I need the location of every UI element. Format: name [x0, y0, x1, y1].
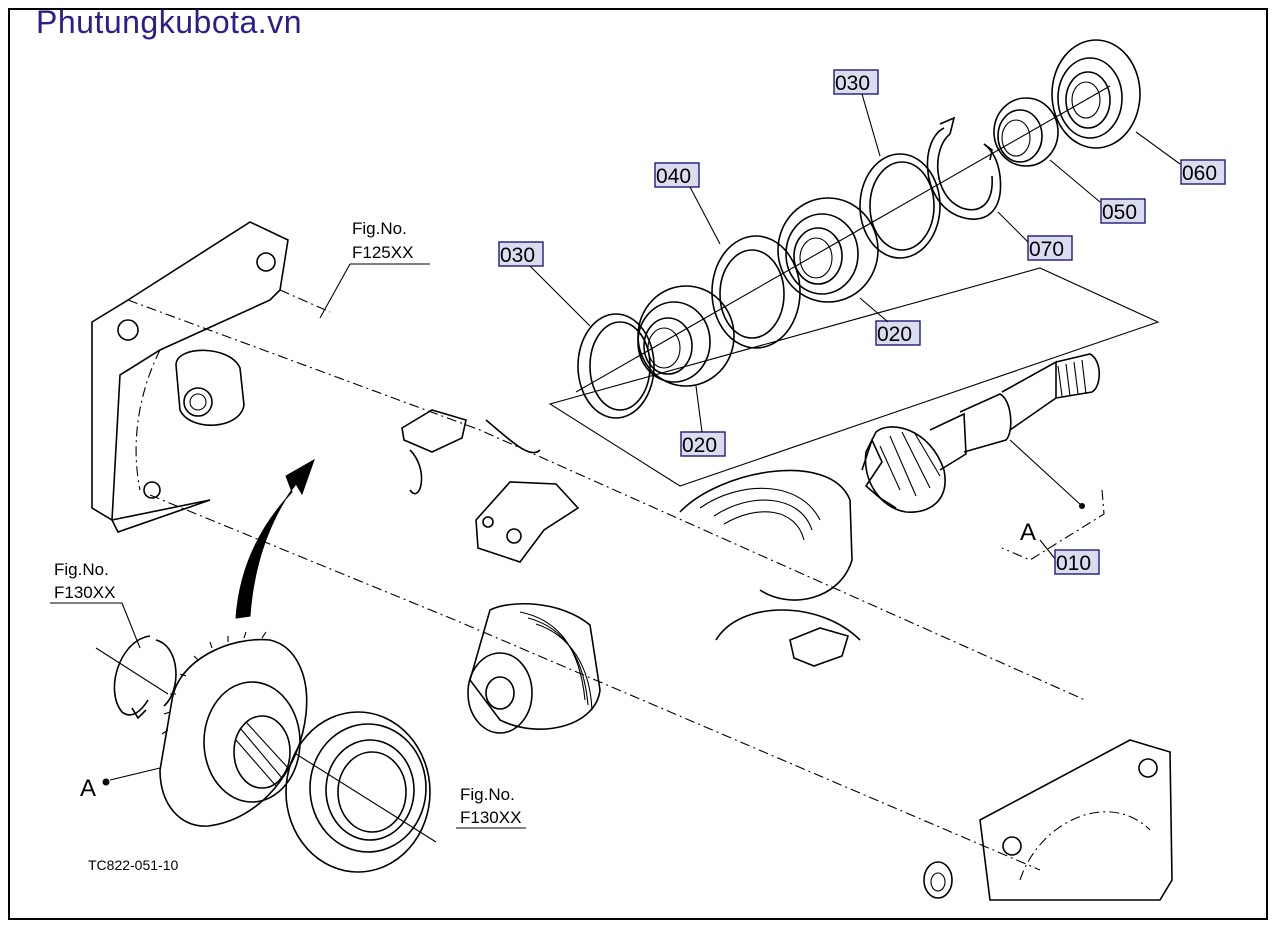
svg-text:Fig.No.: Fig.No. — [54, 560, 109, 579]
svg-text:060: 060 — [1182, 162, 1217, 185]
fig-ref-left: Fig.No. F130XX — [50, 560, 141, 649]
svg-text:F130XX: F130XX — [54, 583, 115, 602]
part-label-010[interactable]: 010 — [1054, 549, 1100, 575]
svg-text:Fig.No.: Fig.No. — [352, 219, 407, 238]
reference-mark-a-left: A — [80, 775, 96, 802]
reference-mark-a-right: A — [1020, 519, 1036, 546]
part-label-030-left[interactable]: 030 — [498, 241, 591, 327]
svg-text:F130XX: F130XX — [460, 808, 521, 827]
site-title: Phutungkubota.vn — [36, 4, 302, 40]
svg-text:030: 030 — [500, 244, 535, 267]
part-label-020-left[interactable]: 020 — [680, 385, 726, 457]
part-label-020-right[interactable]: 020 — [859, 297, 921, 346]
svg-text:F125XX: F125XX — [352, 243, 413, 262]
svg-text:020: 020 — [877, 323, 912, 346]
ring-gear-group — [95, 631, 437, 873]
svg-text:010: 010 — [1056, 552, 1091, 575]
svg-text:040: 040 — [656, 165, 691, 188]
part-label-030-top[interactable]: 030 — [833, 69, 881, 157]
drawing-code: TC822-051-10 — [88, 857, 178, 873]
fig-ref-bottom: Fig.No. F130XX — [456, 785, 526, 829]
drawing-frame — [8, 8, 1268, 920]
part-label-070[interactable]: 070 — [997, 211, 1073, 261]
fig-ref-top: Fig.No. F125XX — [319, 219, 430, 319]
svg-text:030: 030 — [835, 72, 870, 95]
svg-text:Fig.No.: Fig.No. — [460, 785, 515, 804]
svg-text:050: 050 — [1102, 201, 1137, 224]
part-label-060[interactable]: 060 — [1135, 131, 1226, 185]
svg-text:070: 070 — [1029, 238, 1064, 261]
svg-text:020: 020 — [682, 434, 717, 457]
bearing-stack — [548, 39, 1160, 487]
gear-housing — [91, 221, 1173, 901]
part-label-040[interactable]: 040 — [654, 162, 721, 245]
part-label-050[interactable]: 050 — [1049, 159, 1146, 224]
bevel-pinion-shaft — [861, 353, 1105, 561]
